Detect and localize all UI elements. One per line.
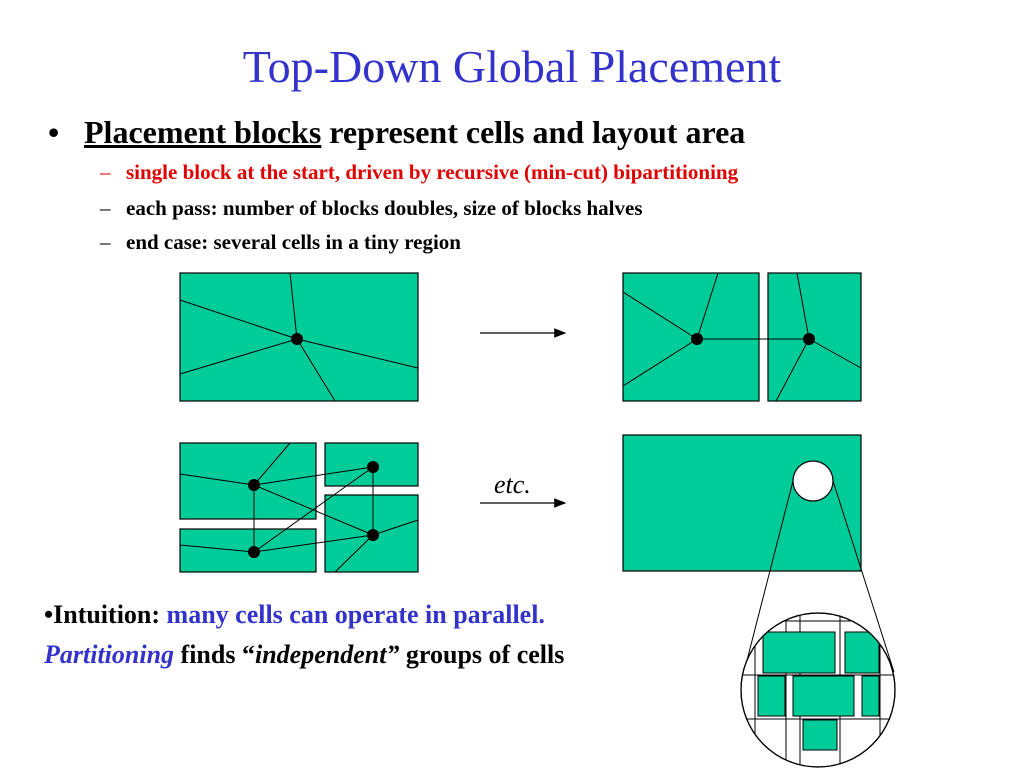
cell-blocks xyxy=(757,631,880,751)
subitem-text: each pass: number of blocks doubles, siz… xyxy=(126,196,643,220)
zoomed-region xyxy=(740,612,896,768)
tiny-region-circle xyxy=(792,460,834,502)
intuition-line-1: •Intuition: many cells can operate in pa… xyxy=(44,600,545,630)
finds-text: finds “ xyxy=(174,640,255,669)
groups-text: groups of cells xyxy=(399,640,565,669)
stage3-blocks xyxy=(179,442,419,573)
cell-node xyxy=(691,333,703,345)
placement-block xyxy=(622,272,760,402)
zoom-line xyxy=(832,480,895,673)
subitem-dash: – xyxy=(100,230,111,254)
bullet-text: represent cells and layout area xyxy=(321,114,746,150)
cell-node xyxy=(291,333,303,345)
cell-node xyxy=(803,333,815,345)
stage2-blocks xyxy=(622,272,862,402)
subitem-dash: – xyxy=(100,160,111,184)
subitem-text: single block at the start, driven by rec… xyxy=(126,160,739,184)
intuition-label: Intuition: xyxy=(53,600,167,629)
cell-node xyxy=(248,546,260,558)
net-lines xyxy=(179,272,419,402)
placement-block xyxy=(179,528,317,573)
subitem-1: –single block at the start, driven by re… xyxy=(100,160,738,185)
subitem-text: end case: several cells in a tiny region xyxy=(126,230,461,254)
placement-block xyxy=(179,442,317,520)
net-lines xyxy=(622,272,862,402)
intuition-marker: • xyxy=(44,600,54,629)
cell-node xyxy=(367,529,379,541)
independent-term: independent” xyxy=(254,640,400,669)
partitioning-term: Partitioning xyxy=(44,640,175,669)
intuition-text: many cells can operate in parallel. xyxy=(166,600,545,629)
main-bullet: • Placement blocks represent cells and la… xyxy=(48,114,745,151)
net-lines xyxy=(179,442,419,573)
subitem-2: –each pass: number of blocks doubles, si… xyxy=(100,196,643,221)
slide-title: Top-Down Global Placement xyxy=(242,41,782,92)
cell-node xyxy=(367,461,379,473)
zoom-line xyxy=(743,480,794,673)
subitem-3: –end case: several cells in a tiny regio… xyxy=(100,230,461,255)
stage4-block xyxy=(622,434,895,673)
subitem-dash: – xyxy=(100,196,111,220)
cell-node xyxy=(248,479,260,491)
bullet-marker: • xyxy=(48,114,60,150)
bullet-underlined-term: Placement blocks xyxy=(84,114,322,150)
intuition-line-2: Partitioning finds “independent” groups … xyxy=(44,640,564,670)
etc-label: etc. xyxy=(494,470,531,499)
placement-block xyxy=(622,434,862,572)
stage1-block xyxy=(179,272,419,402)
